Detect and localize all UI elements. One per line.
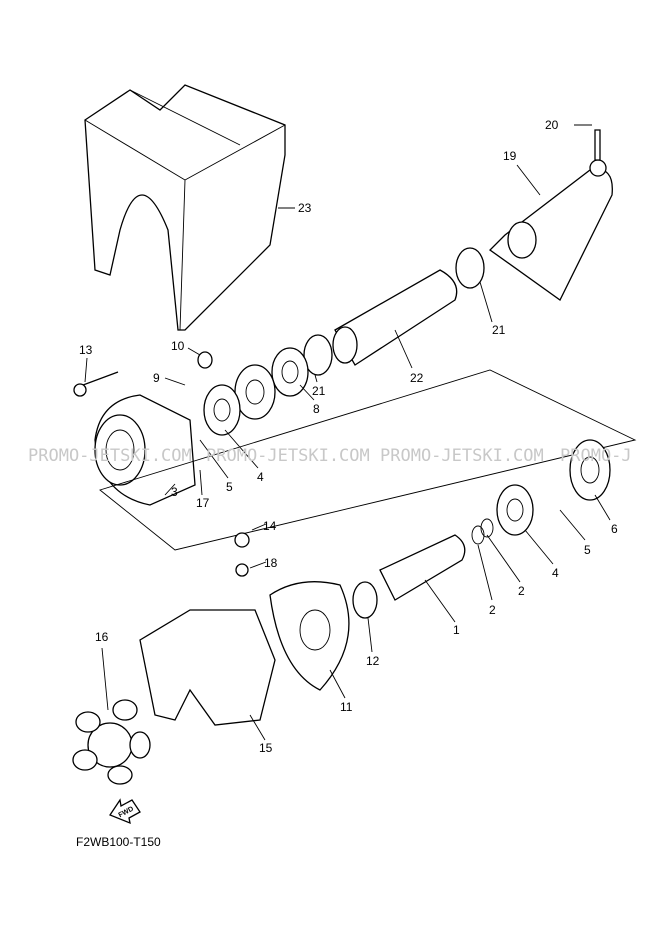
upper-bearings xyxy=(203,347,309,436)
callout-19: 19 xyxy=(503,149,517,163)
callout-1: 1 xyxy=(453,623,460,637)
part-3-housing xyxy=(73,351,213,506)
callouts: 23 20 19 21 22 21 8 4 5 13 10 9 17 3 6 5… xyxy=(79,118,618,755)
watermark-text: PROMO-J xyxy=(560,446,632,466)
watermark: PROMO-JETSKI.COM PROMO-JETSKI.COM PROMO-… xyxy=(28,446,632,466)
part-23-cover xyxy=(84,84,286,331)
fwd-arrow-icon: FWD xyxy=(109,798,141,825)
part-21-clamp xyxy=(455,247,485,289)
callout-20: 20 xyxy=(545,118,559,132)
callout-2: 2 xyxy=(489,603,496,617)
callout-4: 4 xyxy=(552,566,559,580)
callout-11: 11 xyxy=(340,700,353,714)
diagram-code: F2WB100-T150 xyxy=(76,835,161,849)
part-16-impeller-cap xyxy=(72,699,151,785)
callout-14: 14 xyxy=(263,519,277,533)
callout-4: 4 xyxy=(257,470,264,484)
leader-lines xyxy=(84,124,611,741)
callout-2: 2 xyxy=(518,584,525,598)
part-22-hose xyxy=(332,269,458,366)
callout-18: 18 xyxy=(264,556,278,570)
watermark-text: PROMO-JETSKI.COM xyxy=(28,446,192,466)
callout-17: 17 xyxy=(196,496,210,510)
callout-16: 16 xyxy=(95,630,109,644)
callout-3: 3 xyxy=(171,485,178,499)
callout-6: 6 xyxy=(611,522,618,536)
part-19-nozzle xyxy=(488,129,613,301)
assembly-outline xyxy=(99,369,637,551)
callout-9: 9 xyxy=(153,371,160,385)
part-21-clamp xyxy=(303,334,333,376)
callout-23: 23 xyxy=(298,201,312,215)
callout-10: 10 xyxy=(171,339,185,353)
callout-15: 15 xyxy=(259,741,273,755)
callout-8: 8 xyxy=(313,402,320,416)
callout-21: 21 xyxy=(492,323,506,337)
watermark-text: PROMO-JETSKI.COM xyxy=(206,446,370,466)
callout-5: 5 xyxy=(584,543,591,557)
callout-12: 12 xyxy=(366,654,380,668)
callout-21: 21 xyxy=(312,384,326,398)
callout-5: 5 xyxy=(226,480,233,494)
lower-parts xyxy=(72,439,611,785)
watermark-text: PROMO-JETSKI.COM xyxy=(380,446,544,466)
callout-22: 22 xyxy=(410,371,424,385)
callout-13: 13 xyxy=(79,343,93,357)
